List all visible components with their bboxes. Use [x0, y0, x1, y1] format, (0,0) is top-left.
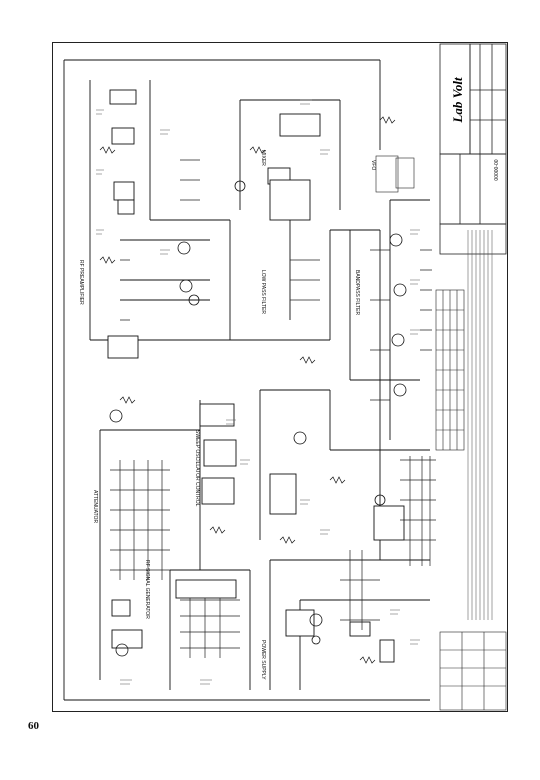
parts-table-bottom [439, 631, 507, 711]
ic-blocks [107, 89, 405, 663]
section-labels: RF PREAMPLIFIER MIXER LOW PASS FILTER BA… [78, 150, 376, 680]
label-vfo: VFO [370, 160, 376, 170]
title-block [439, 43, 507, 255]
brand-logo-text: Lab Volt [450, 77, 465, 124]
ic-u12 [285, 609, 315, 637]
ic-u15 [111, 629, 143, 649]
ic-sweep [269, 473, 297, 515]
ic-u10 [201, 477, 235, 505]
ic-u5 [107, 335, 139, 359]
label-bandpass-filter: BANDPASS FILTER [354, 270, 360, 315]
switch-bank [175, 579, 237, 599]
label-rf-preamp: RF PREAMPLIFIER [78, 260, 84, 305]
ic-u14 [379, 639, 395, 663]
ic-u16 [111, 599, 131, 617]
label-rf-signal-generator: RF SIGNAL GENERATOR [144, 560, 150, 619]
parts-table-right [435, 289, 465, 451]
label-low-pass-filter: LOW PASS FILTER [260, 270, 266, 314]
ic-u4 [117, 199, 135, 215]
label-mixer: MIXER [260, 150, 266, 166]
notes-block [467, 230, 493, 620]
ic-u8 [199, 403, 235, 427]
component-ladders [110, 159, 436, 658]
label-power-supply: POWER SUPPLY [260, 640, 266, 680]
drawing-number: 00000-00 [494, 159, 500, 180]
ic-u3 [113, 181, 135, 201]
page-number: 60 [28, 720, 39, 732]
designator-marks [96, 99, 420, 685]
label-sweep-oscillator: SWEEP OSCILLATOR CONTROL [194, 430, 200, 507]
brand-logo: Lab Volt [450, 77, 465, 124]
transistors [109, 180, 407, 657]
ic-u2 [111, 127, 135, 145]
ic-u1 [109, 89, 137, 105]
ic-u13 [349, 621, 371, 637]
ic-u11 [373, 505, 405, 541]
label-attenuator: ATTENUATOR [92, 490, 98, 523]
ic-mixer [269, 179, 311, 221]
legend-box [375, 155, 415, 193]
resistors [99, 116, 396, 664]
drawing-frame [52, 42, 508, 712]
ic-u9 [203, 439, 237, 467]
ic-u6 [279, 113, 321, 137]
